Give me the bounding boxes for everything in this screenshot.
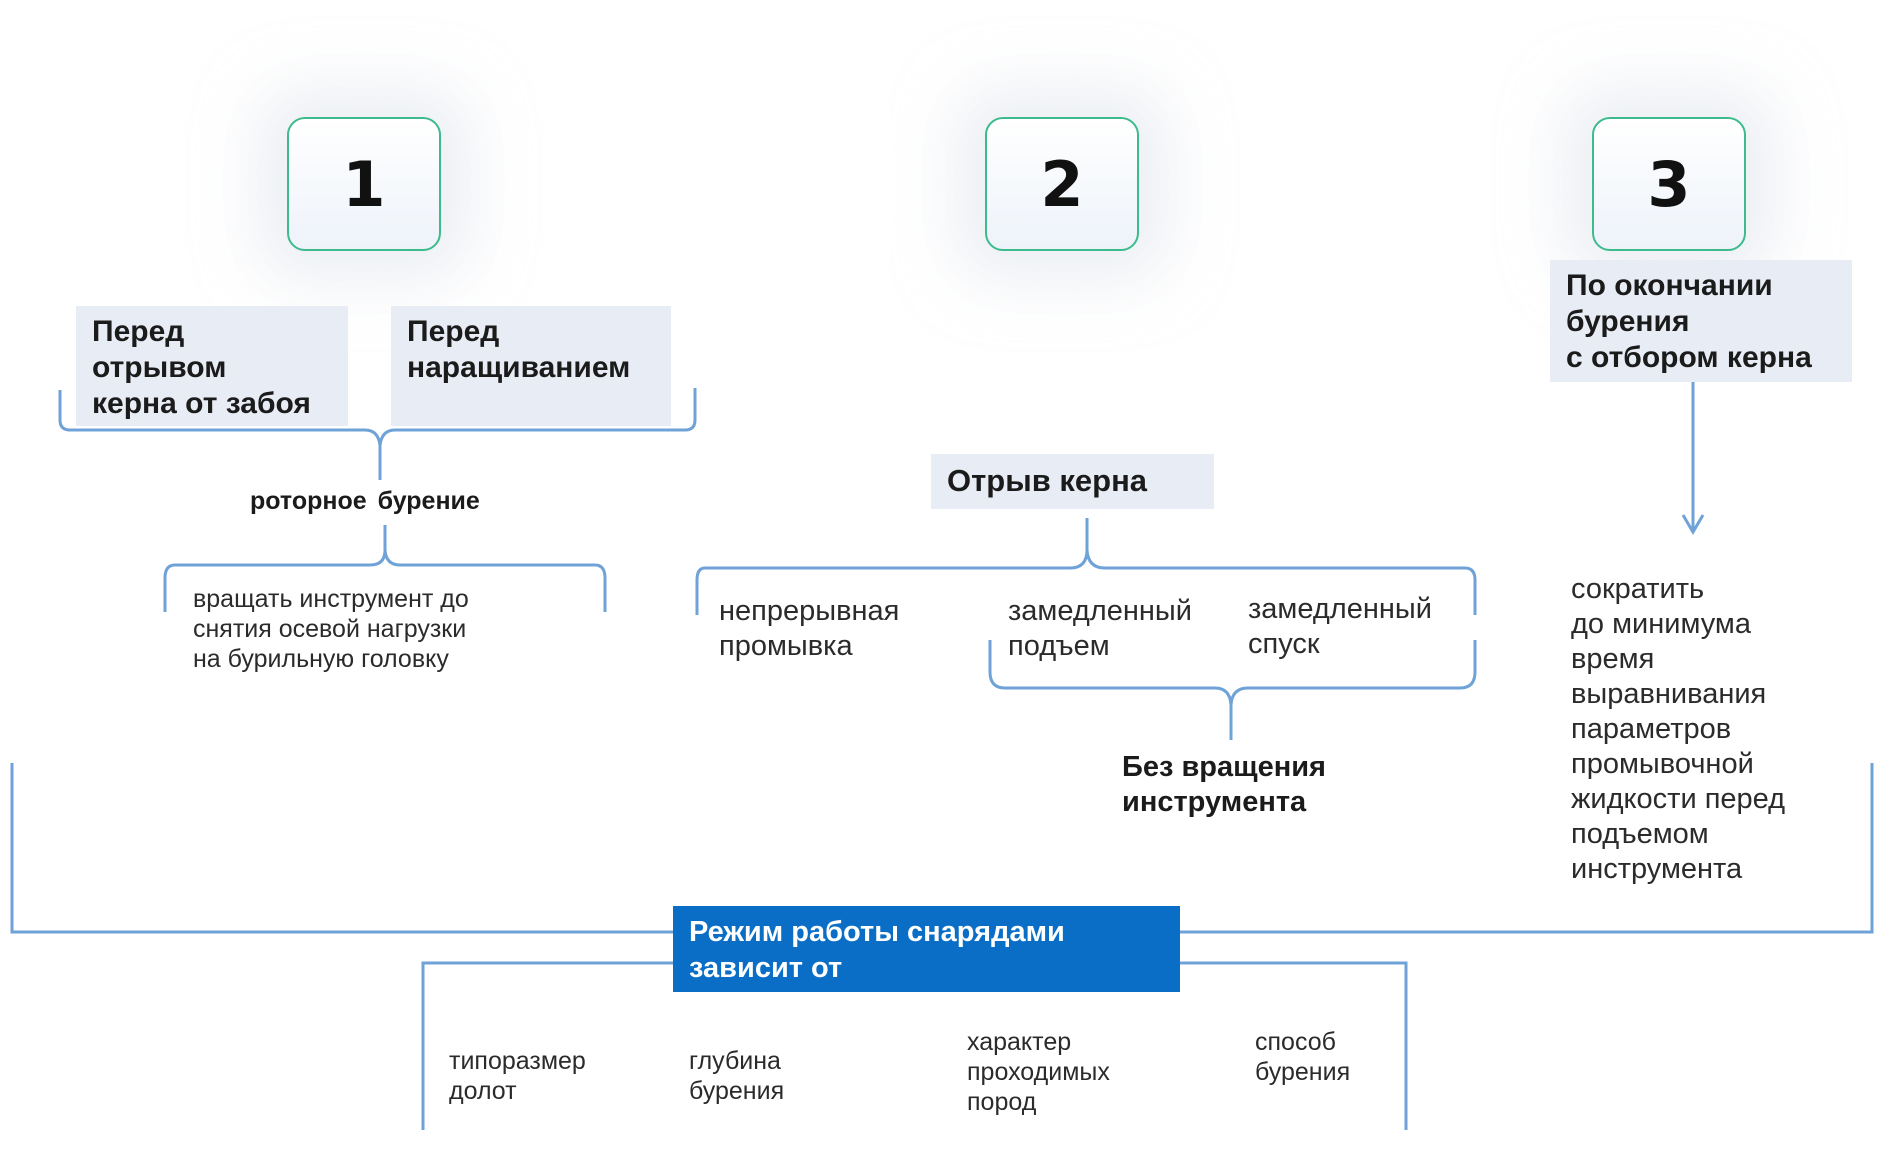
step-2-badge: 2 bbox=[985, 117, 1139, 251]
col2-item-slow-descent: замедленный спуск bbox=[1248, 593, 1432, 660]
brace-col2-top bbox=[695, 518, 1477, 615]
col1-text-rotate-tool: вращать инструмент до снятия осевой нагр… bbox=[193, 585, 469, 673]
bottom-item-bit-size: типоразмер долот bbox=[449, 1047, 586, 1105]
col1-label-rotary-drilling: роторное бурение bbox=[250, 487, 480, 515]
bottom-item-rock-type: характер проходимых пород bbox=[967, 1028, 1110, 1116]
col3-header-after-drilling: По окончании бурения с отбором керна bbox=[1550, 260, 1852, 382]
col2-item-slow-lift: замедленный подъем bbox=[1008, 595, 1192, 662]
bottom-title-mode-depends: Режим работы снарядами зависит от bbox=[673, 906, 1180, 992]
col3-text-reduce-time: сократить до минимума время выравнивания… bbox=[1571, 573, 1786, 885]
col2-header-core-break: Отрыв керна bbox=[931, 454, 1214, 509]
step-1-badge: 1 bbox=[287, 117, 441, 251]
brace-col2-bottom bbox=[988, 640, 1477, 740]
bracket-bottom-inner bbox=[421, 961, 1408, 1130]
brace-col1-bottom bbox=[163, 525, 607, 612]
step-3-badge: 3 bbox=[1592, 117, 1746, 251]
col2-item-continuous-flushing: непрерывная промывка bbox=[719, 595, 900, 662]
col1-box-before-extension: Перед наращиванием bbox=[391, 306, 671, 426]
col1-box-before-core-break: Перед отрывом керна от забоя bbox=[76, 306, 348, 426]
col2-label-no-rotation: Без вращения инструмента bbox=[1122, 751, 1326, 818]
bottom-item-drilling-method: способ бурения bbox=[1255, 1028, 1351, 1086]
bracket-bottom-wide bbox=[10, 763, 1874, 934]
brace-col1-top bbox=[58, 388, 697, 480]
bottom-item-drilling-depth: глубина бурения bbox=[689, 1047, 785, 1105]
arrow-col3 bbox=[1681, 382, 1705, 535]
